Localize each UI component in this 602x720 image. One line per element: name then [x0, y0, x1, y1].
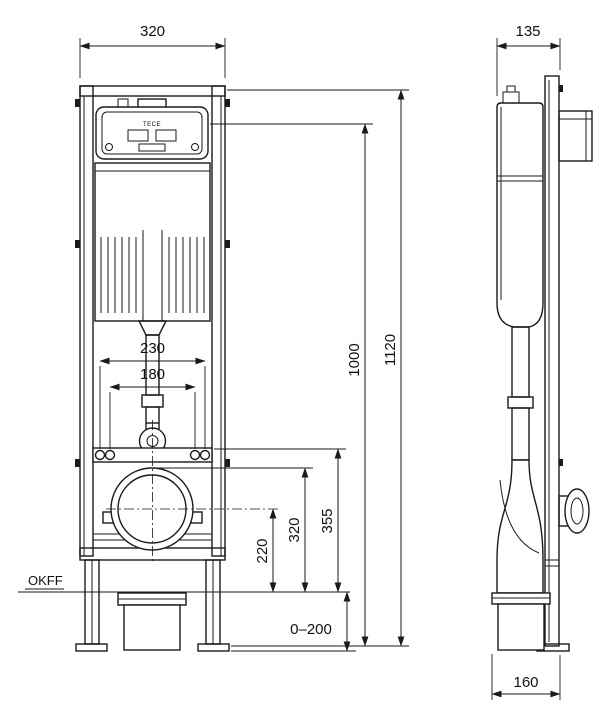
side-view-bottom-drain-pipe [491, 592, 551, 651]
dimension-rail-height-355: 355 [214, 448, 346, 593]
dim-label-depth-top: 135 [515, 23, 540, 40]
dimension-outlet-center-220: 220 [254, 508, 277, 593]
dimension-depth-135: 135 [496, 23, 561, 96]
dimension-depth-160: 160 [491, 654, 561, 700]
dimension-width-320: 320 [79, 23, 226, 78]
dim-label-total-height: 1120 [382, 334, 399, 366]
side-view-frame [536, 75, 593, 652]
dim-label-220: 220 [254, 538, 271, 563]
okff-label: OKFF [28, 573, 63, 588]
dim-label-height-1000: 1000 [346, 343, 363, 376]
dimension-height-1000: 1000 [210, 123, 373, 647]
side-view-flush-pipe-and-bend [496, 326, 590, 594]
side-view-cistern [496, 85, 544, 328]
dimension-outlet-top-320: 320 [155, 467, 313, 593]
front-view-frame [75, 85, 230, 652]
dim-label-bolt-inner: 180 [140, 366, 165, 383]
front-view-drain-bend [93, 420, 281, 562]
dim-label-adjust-range: 0–200 [290, 621, 332, 638]
front-view-cistern [94, 162, 211, 322]
front-view-actuator-unit: TECE [95, 98, 209, 160]
dim-label-320: 320 [286, 517, 303, 542]
dimension-bolt-inner-180: 180 [109, 366, 196, 449]
front-view-bottom-drain-pipe [117, 592, 187, 651]
dimension-total-height-1120: 1120 [227, 89, 409, 647]
dim-label-355: 355 [319, 508, 336, 533]
dim-label-depth-bottom: 160 [513, 674, 538, 691]
dimension-bolt-outer-230: 230 [99, 340, 206, 449]
dimension-adjust-0-200: 0–200 [231, 591, 356, 652]
tece-logo: TECE [143, 122, 161, 128]
dim-label-front-width: 320 [140, 23, 165, 40]
floor-reference: OKFF [18, 573, 350, 593]
dim-label-bolt-outer: 230 [140, 340, 165, 357]
